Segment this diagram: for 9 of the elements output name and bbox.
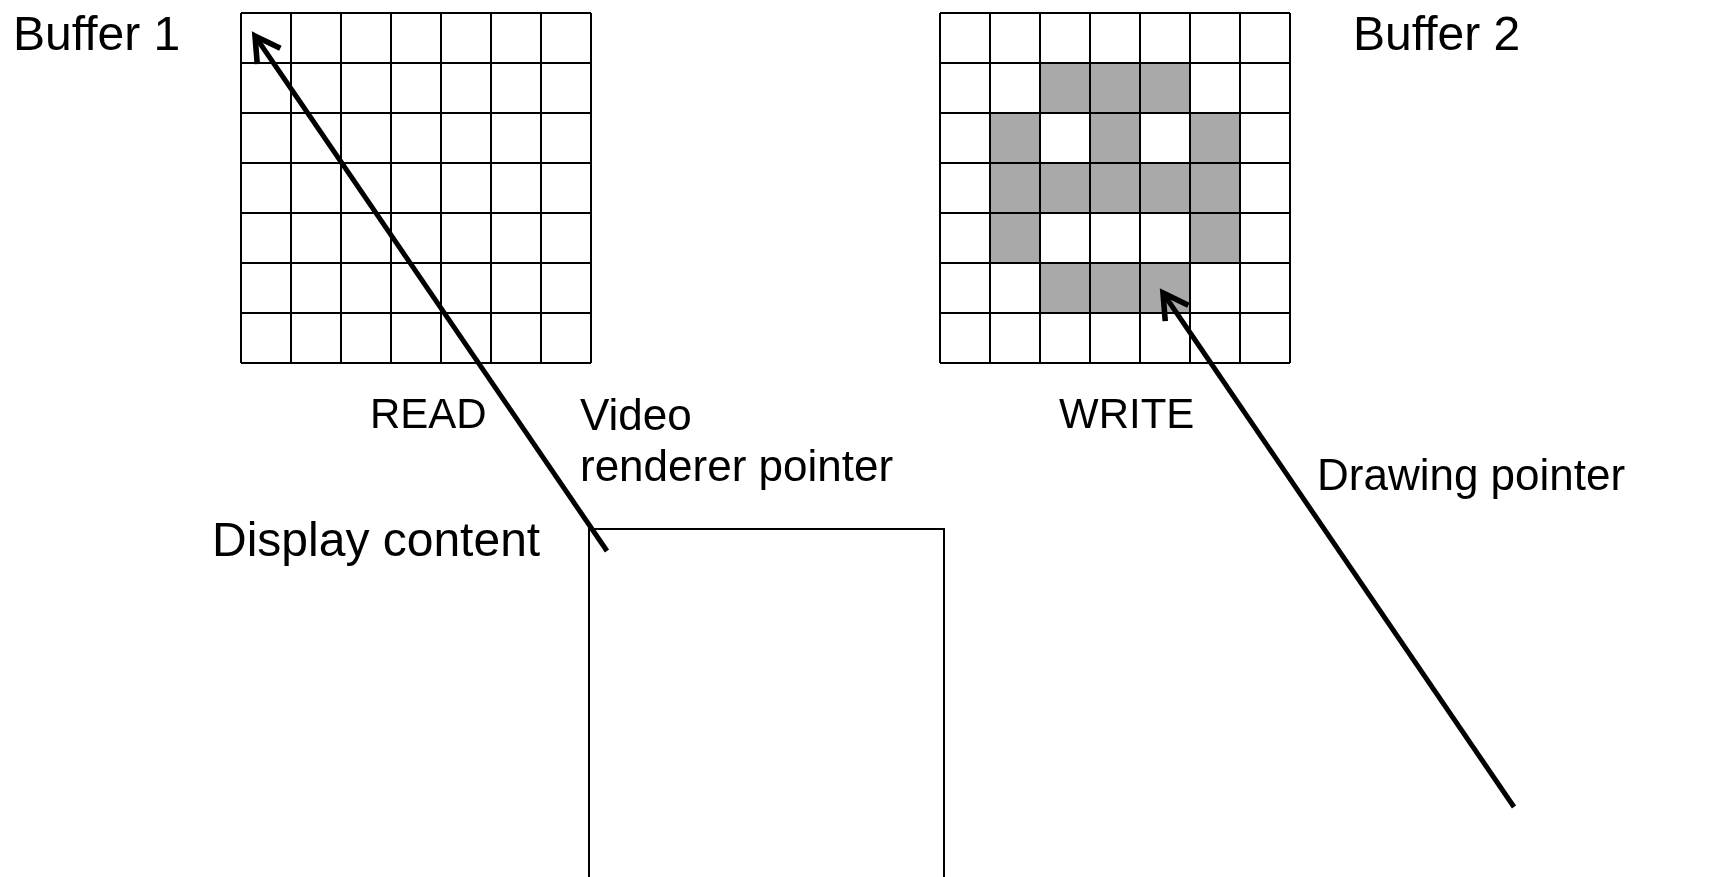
mode-label: WRITE <box>1059 390 1195 439</box>
mode-label: READ <box>370 390 487 439</box>
pointer-arrow <box>252 33 610 553</box>
pointer-arrow <box>1160 290 1517 809</box>
node-title: Buffer 2 <box>1353 6 1521 62</box>
edge-label: Video renderer pointer <box>580 390 894 492</box>
node-title: Display content <box>212 512 541 568</box>
node-title: Buffer 1 <box>13 6 181 62</box>
edge-label: Drawing pointer <box>1317 450 1626 501</box>
